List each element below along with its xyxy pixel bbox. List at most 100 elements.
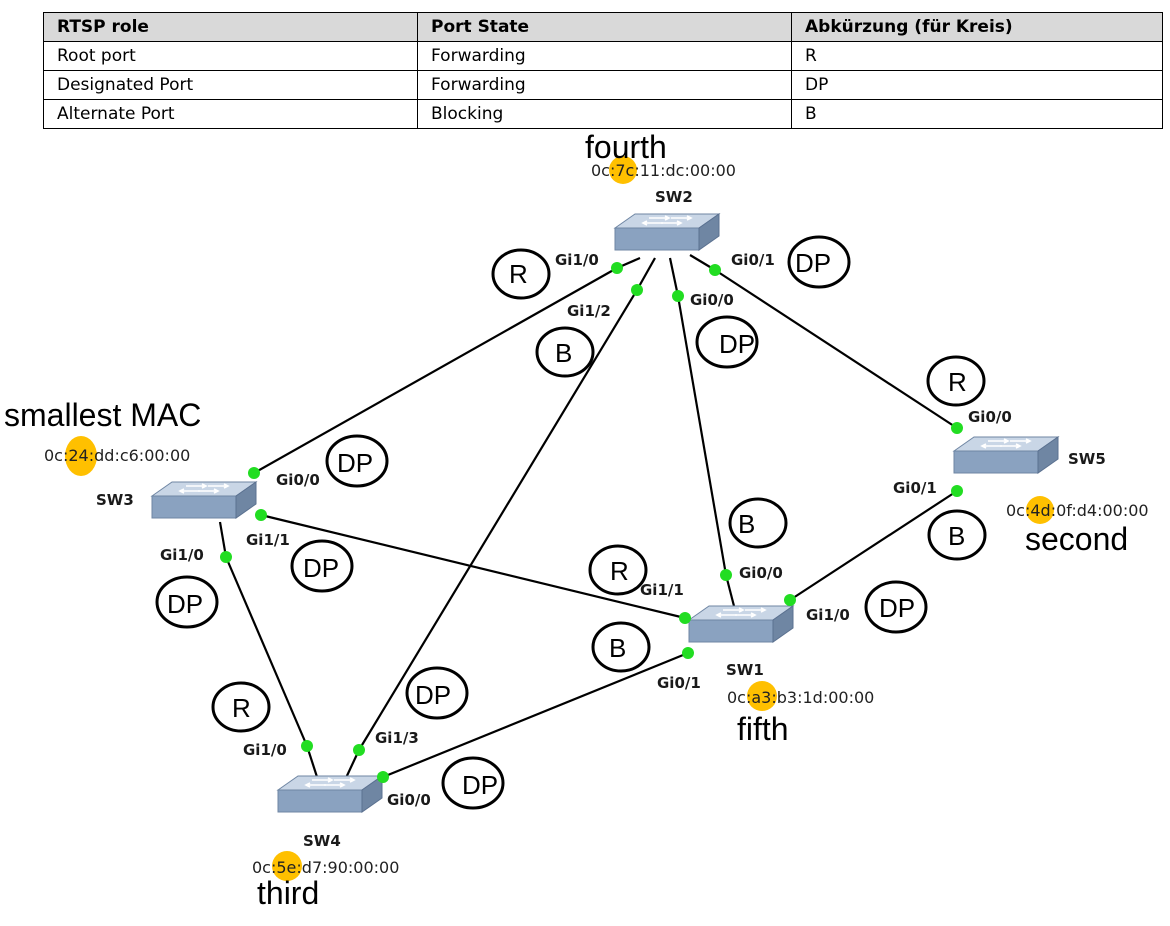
- table-cell: Root port: [43, 41, 418, 71]
- role-text: R: [509, 259, 528, 289]
- link-sw1-sw4: [382, 651, 689, 779]
- role-circle: [591, 621, 651, 673]
- port-dot: [611, 262, 623, 274]
- link-sw3-sw1: [260, 513, 686, 620]
- table-row: Root port Forwarding R: [43, 41, 1163, 71]
- role-text: DP: [303, 553, 339, 583]
- link-sw2-sw5: [714, 269, 958, 429]
- table-header-row: RTSP role Port State Abkürzung (für Krei…: [43, 12, 1163, 42]
- port-dot: [951, 422, 963, 434]
- rank-label-sw2: fourth: [585, 129, 667, 165]
- port-label: Gi1/1: [640, 581, 684, 599]
- rank-label-sw1: fifth: [737, 711, 789, 747]
- role-circle: [491, 248, 551, 300]
- role-text: B: [948, 521, 965, 551]
- table-cell: Blocking: [417, 99, 792, 129]
- links: [218, 254, 958, 781]
- role-circle: [864, 580, 928, 634]
- link-sw2-sw1: [676, 295, 728, 576]
- role-text: R: [232, 693, 251, 723]
- table-header-cell: RTSP role: [43, 12, 418, 42]
- port-label: Gi0/0: [739, 564, 783, 582]
- role-texts: R B DP DP DP DP DP R B R B DP B R DP DP: [167, 248, 967, 800]
- port-dot: [248, 467, 260, 479]
- mac-address-sw3: 0c:24:dd:c6:00:00: [44, 446, 190, 465]
- mac-address-sw2: 0c:7c:11:dc:00:00: [591, 161, 736, 180]
- table-cell: B: [791, 99, 1163, 129]
- port-label: Gi0/1: [731, 251, 775, 269]
- mac-highlight: [609, 156, 637, 184]
- port-label: Gi0/0: [968, 408, 1012, 426]
- switch-name-sw1: SW1: [726, 661, 764, 679]
- role-circle: [211, 681, 271, 733]
- switch-name-sw5: SW5: [1068, 450, 1106, 468]
- mac-address-sw5: 0c:4d:0f:d4:00:00: [1006, 501, 1149, 520]
- role-circle: [787, 235, 851, 289]
- port-label: Gi0/1: [893, 479, 937, 497]
- port-dot: [682, 647, 694, 659]
- port-label: Gi1/3: [375, 729, 419, 747]
- port-dot: [301, 740, 313, 752]
- role-text: DP: [167, 589, 203, 619]
- role-circle: [290, 539, 354, 593]
- role-text: DP: [879, 593, 915, 623]
- role-text: B: [738, 509, 755, 539]
- port-dot: [377, 771, 389, 783]
- switch-name-sw2: SW2: [655, 188, 693, 206]
- switch-icon-sw1: [688, 605, 794, 643]
- port-label: Gi0/0: [276, 471, 320, 489]
- mac-highlight: [272, 851, 302, 881]
- rstp-role-table: RTSP role Port State Abkürzung (für Krei…: [43, 12, 1163, 129]
- role-circle: [926, 355, 986, 407]
- rank-label-sw3: smallest MAC: [4, 397, 201, 433]
- role-circle: [695, 315, 759, 369]
- port-label: Gi1/0: [555, 251, 599, 269]
- role-text: DP: [795, 248, 831, 278]
- role-circle: [927, 509, 987, 561]
- role-circle: [728, 497, 788, 549]
- mac-highlight: [747, 681, 777, 711]
- port-label: Gi1/0: [160, 546, 204, 564]
- port-dot: [720, 569, 732, 581]
- role-circle: [155, 575, 219, 629]
- role-circle: [405, 666, 469, 720]
- port-dot: [709, 264, 721, 276]
- link-sw3-sw4: [224, 556, 309, 747]
- port-dots: [220, 262, 963, 783]
- port-label: Gi0/0: [387, 791, 431, 809]
- port-dot: [679, 612, 691, 624]
- port-dot: [220, 551, 232, 563]
- role-text: R: [948, 367, 967, 397]
- port-dot: [672, 290, 684, 302]
- role-text: DP: [462, 770, 498, 800]
- switch-icon-sw5: [953, 436, 1059, 474]
- table-cell: Designated Port: [43, 70, 418, 100]
- role-text: DP: [415, 680, 451, 710]
- table-row: Alternate Port Blocking B: [43, 99, 1163, 129]
- switch-icon-sw4: [277, 775, 383, 813]
- switch-name-sw3: SW3: [96, 491, 134, 509]
- mac-highlight: [65, 436, 97, 476]
- port-dot: [784, 594, 796, 606]
- mac-highlights: [65, 156, 1054, 881]
- port-dot: [353, 744, 365, 756]
- role-circle: [441, 756, 505, 810]
- mac-address-sw4: 0c:5e:d7:90:00:00: [252, 858, 399, 877]
- role-circle: [535, 326, 595, 378]
- mac-highlight: [1026, 496, 1054, 524]
- port-dot: [951, 485, 963, 497]
- role-text: DP: [337, 448, 373, 478]
- port-label: Gi0/1: [657, 674, 701, 692]
- link-sw2-body-c: [668, 257, 680, 297]
- role-circle: [588, 544, 648, 596]
- link-sw2-sw4: [358, 289, 638, 751]
- role-circle: [325, 434, 389, 488]
- mac-address-sw1: 0c:a3:b3:1d:00:00: [727, 688, 874, 707]
- port-label: Gi1/1: [246, 531, 290, 549]
- role-circles: [155, 235, 987, 810]
- switch-icon-sw3: [151, 481, 257, 519]
- port-label: Gi1/2: [567, 302, 611, 320]
- table-cell: Alternate Port: [43, 99, 418, 129]
- port-label: Gi0/0: [690, 291, 734, 309]
